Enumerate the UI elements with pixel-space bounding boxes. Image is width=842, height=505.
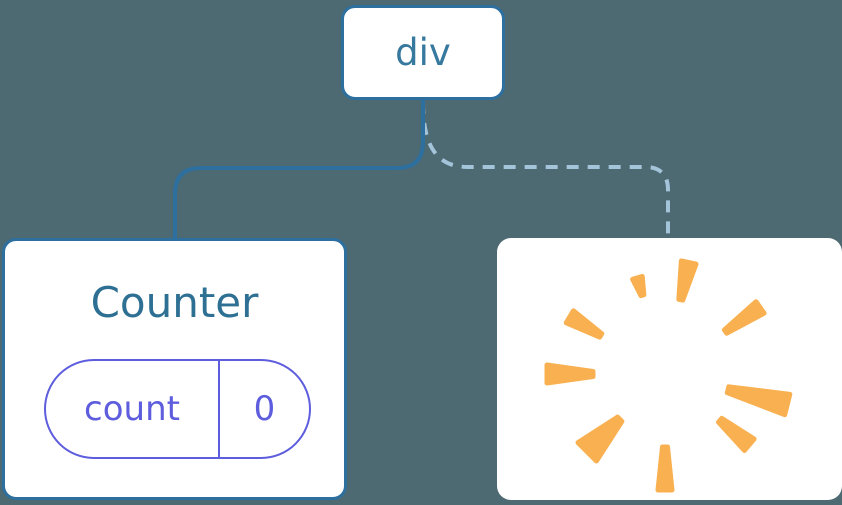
counter-node-title: Counter [90, 278, 259, 327]
removed-node [497, 238, 842, 500]
state-key: count [46, 361, 220, 457]
counter-node: Counter count 0 [2, 238, 347, 500]
solid-edge [173, 98, 425, 238]
root-node-label: div [395, 31, 451, 74]
root-node: div [341, 5, 505, 100]
poof-icon [544, 258, 793, 493]
state-pill: count 0 [44, 359, 311, 459]
state-value: 0 [253, 389, 276, 429]
dashed-edge [421, 101, 670, 238]
